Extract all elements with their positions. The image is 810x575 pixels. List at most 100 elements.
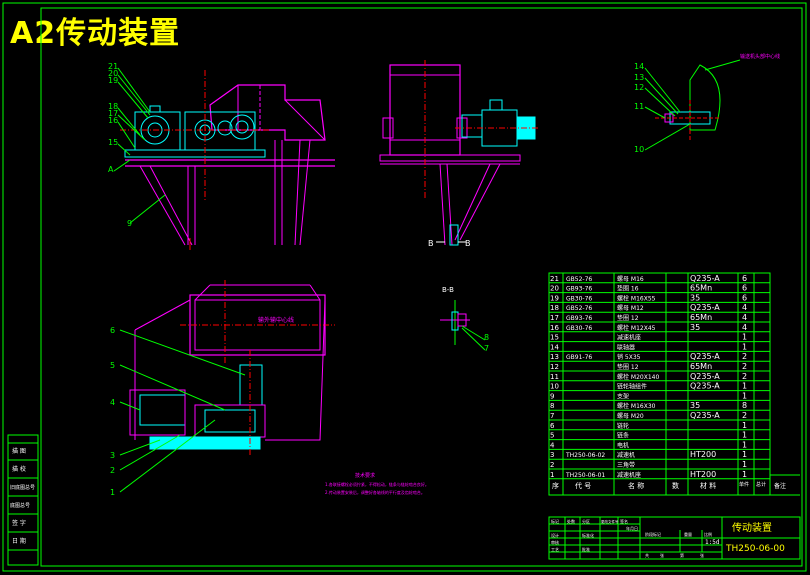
bom-cell-no: 9 xyxy=(550,392,554,400)
title-block-scale: 1:5d xyxy=(705,539,720,546)
part-label-18: 18 xyxy=(108,102,118,111)
bom-cell-material: Q235-A xyxy=(690,411,720,420)
bom-cell-qty: 2 xyxy=(742,411,747,420)
bom-cell-code: TH250-06-02 xyxy=(565,452,605,459)
detail-label-12: 12 xyxy=(634,83,644,92)
tb-cell-10: 比例 xyxy=(704,531,712,537)
bom-cell-material: HT200 xyxy=(690,470,716,479)
bom-cell-no: 2 xyxy=(550,461,554,469)
bom-cell-qty: 1 xyxy=(742,382,747,391)
bom-cell-qty: 4 xyxy=(742,323,747,332)
detail-view: 14 13 12 11 10 输送机头部中心线 xyxy=(634,53,780,154)
bom-cell-material: 65Mn xyxy=(690,313,712,322)
tb-cell-11: 审核 xyxy=(551,539,559,545)
plan-label-3: 3 xyxy=(110,451,115,460)
bom-cell-name: 支架 xyxy=(617,392,629,400)
bom-cell-material: HT200 xyxy=(690,450,716,459)
bom-cell-material: Q235-A xyxy=(690,274,720,283)
bom-cell-qty: 1 xyxy=(742,450,747,459)
tb-cell-12: 工艺 xyxy=(551,547,559,552)
bom-cell-name: 减速机座 xyxy=(617,334,641,342)
bom-cell-name: 电机 xyxy=(617,441,629,449)
bom-cell-qty: 1 xyxy=(742,431,747,440)
bom-cell-name: 螺母 M20 xyxy=(617,412,644,420)
bom-cell-material: 35 xyxy=(690,401,700,410)
bom-header-total: 总计 xyxy=(756,481,766,488)
bom-cell-no: 5 xyxy=(550,432,554,440)
bom-cell-name: 联轴器 xyxy=(617,343,635,351)
title-block-drawing-number: TH250-06-00 xyxy=(725,544,785,554)
bom-cell-no: 10 xyxy=(550,383,559,391)
tb-cell-9: 重量 xyxy=(684,531,692,537)
arrow-label-b2: B xyxy=(465,239,471,248)
bom-cell-qty: 1 xyxy=(742,333,747,342)
detail-label-10: 10 xyxy=(634,145,644,154)
bom-cell-name: 垫圈 16 xyxy=(617,285,639,293)
bom-cell-name: 螺栓 M16X30 xyxy=(617,402,656,410)
bom-cell-name: 螺栓 M16X55 xyxy=(617,294,656,302)
bom-cell-name: 螺栓 M20X140 xyxy=(617,373,659,381)
plan-label-4: 4 xyxy=(110,398,115,407)
bom-cell-name: 螺母 M12 xyxy=(617,304,644,312)
bom-cell-qty: 2 xyxy=(742,372,747,381)
bom-cell-material: Q235-A xyxy=(690,382,720,391)
bom-cell-qty: 6 xyxy=(742,284,747,293)
side-view: B B xyxy=(379,60,540,248)
bom-cell-no: 17 xyxy=(550,314,559,322)
bom-cell-qty: 6 xyxy=(742,293,747,302)
tb-cell-13: 批准 xyxy=(582,546,590,552)
bom-cell-no: 4 xyxy=(550,441,555,449)
bom-cell-code: GB93-76 xyxy=(566,315,592,322)
part-label-17: 17 xyxy=(108,109,118,118)
bom-cell-qty: 1 xyxy=(742,342,747,351)
tb-cell-7: 标准化 xyxy=(582,532,594,538)
bom-cell-name: 链轮 xyxy=(617,422,629,430)
section-label-7: 7 xyxy=(484,344,489,353)
bom-cell-qty: 2 xyxy=(742,352,747,361)
bom-cell-name: 螺母 M16 xyxy=(617,275,644,283)
tech-req-title: 技术要求 xyxy=(355,472,375,479)
bom-cell-name: 链条 xyxy=(617,432,629,440)
plan-label-1: 1 xyxy=(110,488,115,497)
bom-cell-name: 减速机座 xyxy=(617,471,641,479)
bom-cell-code: TH250-06-01 xyxy=(565,472,605,479)
left-binding-strip: 描 图 描 校 旧底图总号 底图总号 签 字 日 期 xyxy=(7,434,39,566)
bom-header: 序 代 号 名 称 数 材 料 单件 总计 备注 xyxy=(552,481,786,490)
bom-cell-qty: 1 xyxy=(742,440,747,449)
part-label-20: 20 xyxy=(108,69,118,78)
bom-cell-qty: 1 xyxy=(742,470,747,479)
bom-cell-code: GB30-76 xyxy=(566,325,592,332)
section-label-8: 8 xyxy=(484,333,489,342)
bom-cell-qty: 2 xyxy=(742,362,747,371)
bom-cell-no: 14 xyxy=(550,343,559,351)
strip-text-2: 旧底图总号 xyxy=(10,484,35,491)
tb-cell-8: 阶段标记 xyxy=(645,531,661,537)
tb-cell-3: 更改文件号 xyxy=(601,519,619,524)
bom-cell-code: GB91-76 xyxy=(566,354,592,361)
bom-cell-no: 20 xyxy=(550,285,559,293)
bom-cell-material: 65Mn xyxy=(690,284,712,293)
bom-cell-no: 18 xyxy=(550,304,559,312)
bom-cell-name: 减速机 xyxy=(617,451,635,459)
bom-cell-qty: 1 xyxy=(742,460,747,469)
bom-cell-code: GB52-76 xyxy=(566,305,592,312)
tb-cell-0: 标记 xyxy=(551,518,559,524)
tb-cell-4: 签名 xyxy=(620,518,628,524)
bom-header-unit: 单件 xyxy=(739,481,749,488)
part-label-9: 9 xyxy=(127,219,132,228)
plan-center-line-text: 输外输中心线 xyxy=(258,316,294,324)
bom-header-material: 材 料 xyxy=(700,481,716,490)
bom-cell-no: 13 xyxy=(550,353,559,361)
tb-cell-6: 设计 xyxy=(551,532,559,538)
bom-cell-qty: 8 xyxy=(742,401,747,410)
plan-label-2: 2 xyxy=(110,466,115,475)
bom-cell-material: 35 xyxy=(690,323,700,332)
detail-label-13: 13 xyxy=(634,73,644,82)
bom-cell-no: 16 xyxy=(550,324,559,332)
detail-label-11: 11 xyxy=(634,102,644,111)
bom-cell-no: 11 xyxy=(550,373,559,381)
tb-cell-17: 张 xyxy=(700,552,704,558)
